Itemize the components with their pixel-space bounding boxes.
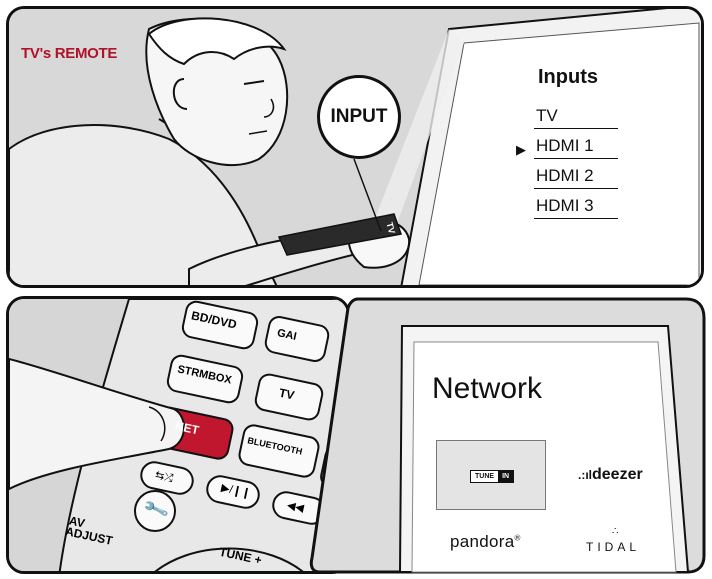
menu-item-label: HDMI 1 (536, 136, 594, 155)
tunein-logo: TUNE IN (470, 470, 515, 483)
menu-item-hdmi2[interactable]: HDMI 2 (534, 166, 618, 189)
menu-item-hdmi3[interactable]: HDMI 3 (534, 196, 618, 219)
pandora-label: pandora (450, 532, 515, 551)
deezer-tile[interactable]: .:ıldeezer (578, 466, 643, 484)
menu-item-label: HDMI 3 (536, 196, 594, 215)
remote-closeup-panel: BD/DVD GAI STRMBOX TV NET BLUETOOTH S ⇆⤮… (6, 296, 350, 574)
inputs-menu-title: Inputs (538, 66, 598, 88)
tidal-tile[interactable]: TIDAL (586, 540, 640, 554)
man-with-remote-illustration (9, 9, 701, 285)
tunein-text-b: IN (498, 471, 514, 482)
tidal-label: TIDAL (586, 540, 641, 554)
input-button-callout: INPUT (317, 75, 401, 159)
menu-item-label: TV (536, 106, 558, 125)
selection-arrow-icon: ▶ (516, 142, 526, 157)
tidal-icon: ∴ (612, 526, 619, 537)
deezer-label: deezer (592, 466, 643, 483)
menu-item-label: HDMI 2 (536, 166, 594, 185)
network-title: Network (432, 372, 543, 405)
tunein-text-a: TUNE (471, 471, 499, 482)
pandora-registered-mark: ® (514, 533, 521, 543)
tv-button[interactable]: TV (277, 385, 296, 403)
top-panel-tv-input: TV's REMOTE INPUT TV (6, 6, 704, 288)
remote-closeup-illustration (9, 299, 347, 571)
pandora-tile[interactable]: pandora® (450, 532, 521, 552)
deezer-bars-icon: .:ıl (578, 468, 592, 482)
input-callout-label: INPUT (330, 106, 388, 127)
menu-item-tv[interactable]: TV (534, 106, 618, 129)
tv-remote-label: TV's REMOTE (21, 45, 118, 62)
menu-item-hdmi1[interactable]: HDMI 1 (534, 136, 618, 159)
